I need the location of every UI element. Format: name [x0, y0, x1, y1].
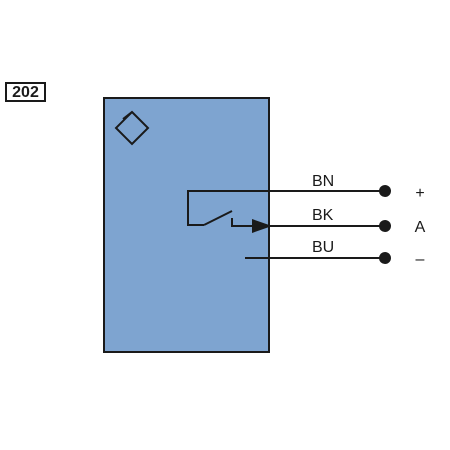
wire-bn [187, 190, 385, 226]
wire-label-bk: BK [312, 207, 334, 224]
terminal-dot-icon [379, 252, 391, 264]
terminal-label-a: A [415, 219, 426, 236]
diamond-sensor-icon [114, 110, 150, 146]
diagram-code-label: 202 [5, 82, 46, 102]
wire-label-bn: BN [312, 173, 334, 190]
terminal-dot-icon [379, 185, 391, 197]
terminal-dot-icon [379, 220, 391, 232]
wire-label-bu: BU [312, 239, 334, 256]
terminal-label-minus: – [416, 251, 425, 268]
terminal-label-plus: + [415, 185, 424, 202]
